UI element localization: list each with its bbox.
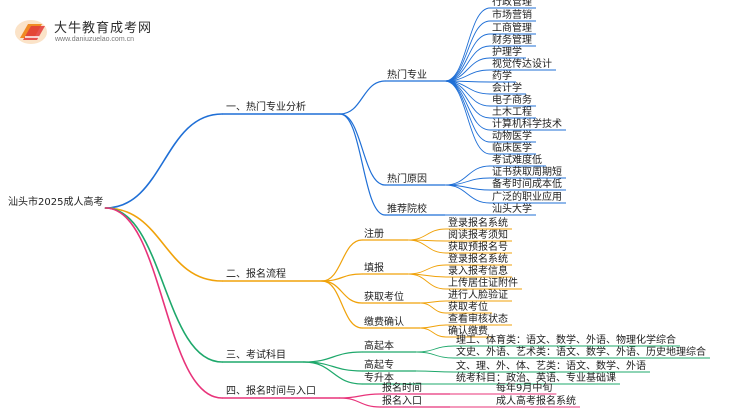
branch-connector xyxy=(104,207,223,363)
branch-label: 三、考试科目 xyxy=(226,348,286,361)
leaf-label: 登录报名系统 xyxy=(448,216,508,229)
subtopic-label: 报名入口 xyxy=(382,394,422,407)
subtopic-label: 推荐院校 xyxy=(387,202,427,215)
leaf-connector xyxy=(407,239,447,254)
leaf-label: 查看审核状态 xyxy=(448,312,508,325)
leaf-label: 理工、体育类：语文、数学、外语、物理化学综合 xyxy=(456,333,676,346)
leaf-label: 文史、外语、艺术类：语文、数学、外语、历史地理综合 xyxy=(456,345,706,358)
leaf-connector xyxy=(407,264,447,275)
leaf-label: 备考时间成本低 xyxy=(492,177,562,190)
leaf-label: 获取考位 xyxy=(448,300,488,313)
leaf-connector xyxy=(419,300,447,304)
subtopic-label: 高起本 xyxy=(364,339,394,352)
subtopic-connector xyxy=(321,273,363,282)
subtopic-label: 报名时间 xyxy=(382,381,422,394)
leaf-connector xyxy=(444,165,491,186)
leaf-label: 获取预报名号 xyxy=(448,240,508,253)
subtopic-connector xyxy=(339,113,386,216)
subtopic-label: 高起专 xyxy=(364,358,394,371)
subtopic-label: 热门原因 xyxy=(387,172,427,185)
leaf-label: 考试难度低 xyxy=(492,153,542,166)
leaf-label: 文、理、外、体、艺类：语文、数学、外语 xyxy=(456,359,646,372)
leaf-connector xyxy=(444,7,491,82)
leaf-label: 计算机科学技术 xyxy=(492,117,562,130)
leaf-label: 土木工程 xyxy=(492,105,532,118)
leaf-connector xyxy=(419,327,447,338)
leaf-label: 证书获取周期短 xyxy=(492,165,562,178)
leaf-label: 统考科目：政治、英语、专业基础课 xyxy=(456,371,616,384)
leaf-label: 登录报名系统 xyxy=(448,252,508,265)
leaf-label: 临床医学 xyxy=(492,141,532,154)
leaf-label: 确认缴费 xyxy=(448,324,488,337)
leaf-connector xyxy=(444,80,491,155)
leaf-label: 药学 xyxy=(492,69,512,82)
branch-label: 一、热门专业分析 xyxy=(226,100,306,113)
leaf-label: 上传居住证附件 xyxy=(448,276,518,289)
leaf-connector xyxy=(444,57,491,82)
leaf-label: 广泛的职业应用 xyxy=(492,190,562,203)
logo-url: www.daniuzuelao.com.cn xyxy=(55,36,134,43)
branch-connector xyxy=(104,113,223,209)
leaf-label: 电子商务 xyxy=(492,93,532,106)
leaf-connector xyxy=(419,302,447,314)
subtopic-label: 缴费确认 xyxy=(364,315,404,328)
leaf-label: 每年9月中旬 xyxy=(496,381,552,394)
leaf-label: 市场营销 xyxy=(492,8,532,21)
subtopic-connector xyxy=(321,280,363,329)
subtopic-connector xyxy=(321,239,363,282)
leaf-connector xyxy=(415,370,455,373)
leaf-connector xyxy=(419,324,447,329)
leaf-connector xyxy=(444,20,491,82)
leaf-label: 阅读报考须知 xyxy=(448,228,508,241)
leaf-label: 行政管理 xyxy=(492,0,532,8)
subtopic-label: 获取考位 xyxy=(364,290,404,303)
leaf-connector xyxy=(444,33,491,82)
branch-connector xyxy=(104,207,223,399)
leaf-label: 成人高考报名系统 xyxy=(496,394,576,407)
leaf-label: 会计学 xyxy=(492,81,522,94)
subtopic-connector xyxy=(339,397,381,408)
subtopic-connector xyxy=(303,361,363,385)
subtopic-label: 填报 xyxy=(364,261,384,274)
leaf-label: 护理学 xyxy=(492,45,522,58)
leaf-label: 进行人脸验证 xyxy=(448,288,508,301)
book-logo-icon xyxy=(15,20,47,44)
branch-label: 二、报名流程 xyxy=(226,267,286,280)
subtopic-connector xyxy=(339,393,381,399)
subtopic-label: 热门专业 xyxy=(387,68,427,81)
leaf-label: 视觉传达设计 xyxy=(492,57,552,70)
subtopic-connector xyxy=(321,280,363,304)
leaf-label: 财务管理 xyxy=(492,33,532,46)
subtopic-connector xyxy=(339,80,386,115)
leaf-label: 工商管理 xyxy=(492,21,532,34)
branch-label: 四、报名时间与入口 xyxy=(226,384,316,397)
site-logo: 大牛教育成考网 www.daniuzuelao.com.cn xyxy=(14,14,151,50)
root-topic: 汕头市2025成人高考 xyxy=(8,195,103,208)
branch-connector xyxy=(104,207,223,282)
leaf-connector xyxy=(415,351,455,359)
logo-name: 大牛教育成考网 xyxy=(54,21,153,36)
subtopic-connector xyxy=(303,351,363,363)
leaf-connector xyxy=(444,184,491,204)
leaf-label: 录入报考信息 xyxy=(448,264,508,277)
leaf-connector xyxy=(407,228,447,241)
leaf-connector xyxy=(444,80,491,143)
leaf-label: 动物医学 xyxy=(492,129,532,142)
subtopic-label: 专升本 xyxy=(364,371,394,384)
subtopic-connector xyxy=(339,113,386,186)
leaf-connector xyxy=(407,273,447,290)
subtopic-label: 注册 xyxy=(364,227,384,240)
leaf-connector xyxy=(415,345,455,353)
leaf-label: 汕头大学 xyxy=(492,202,532,215)
